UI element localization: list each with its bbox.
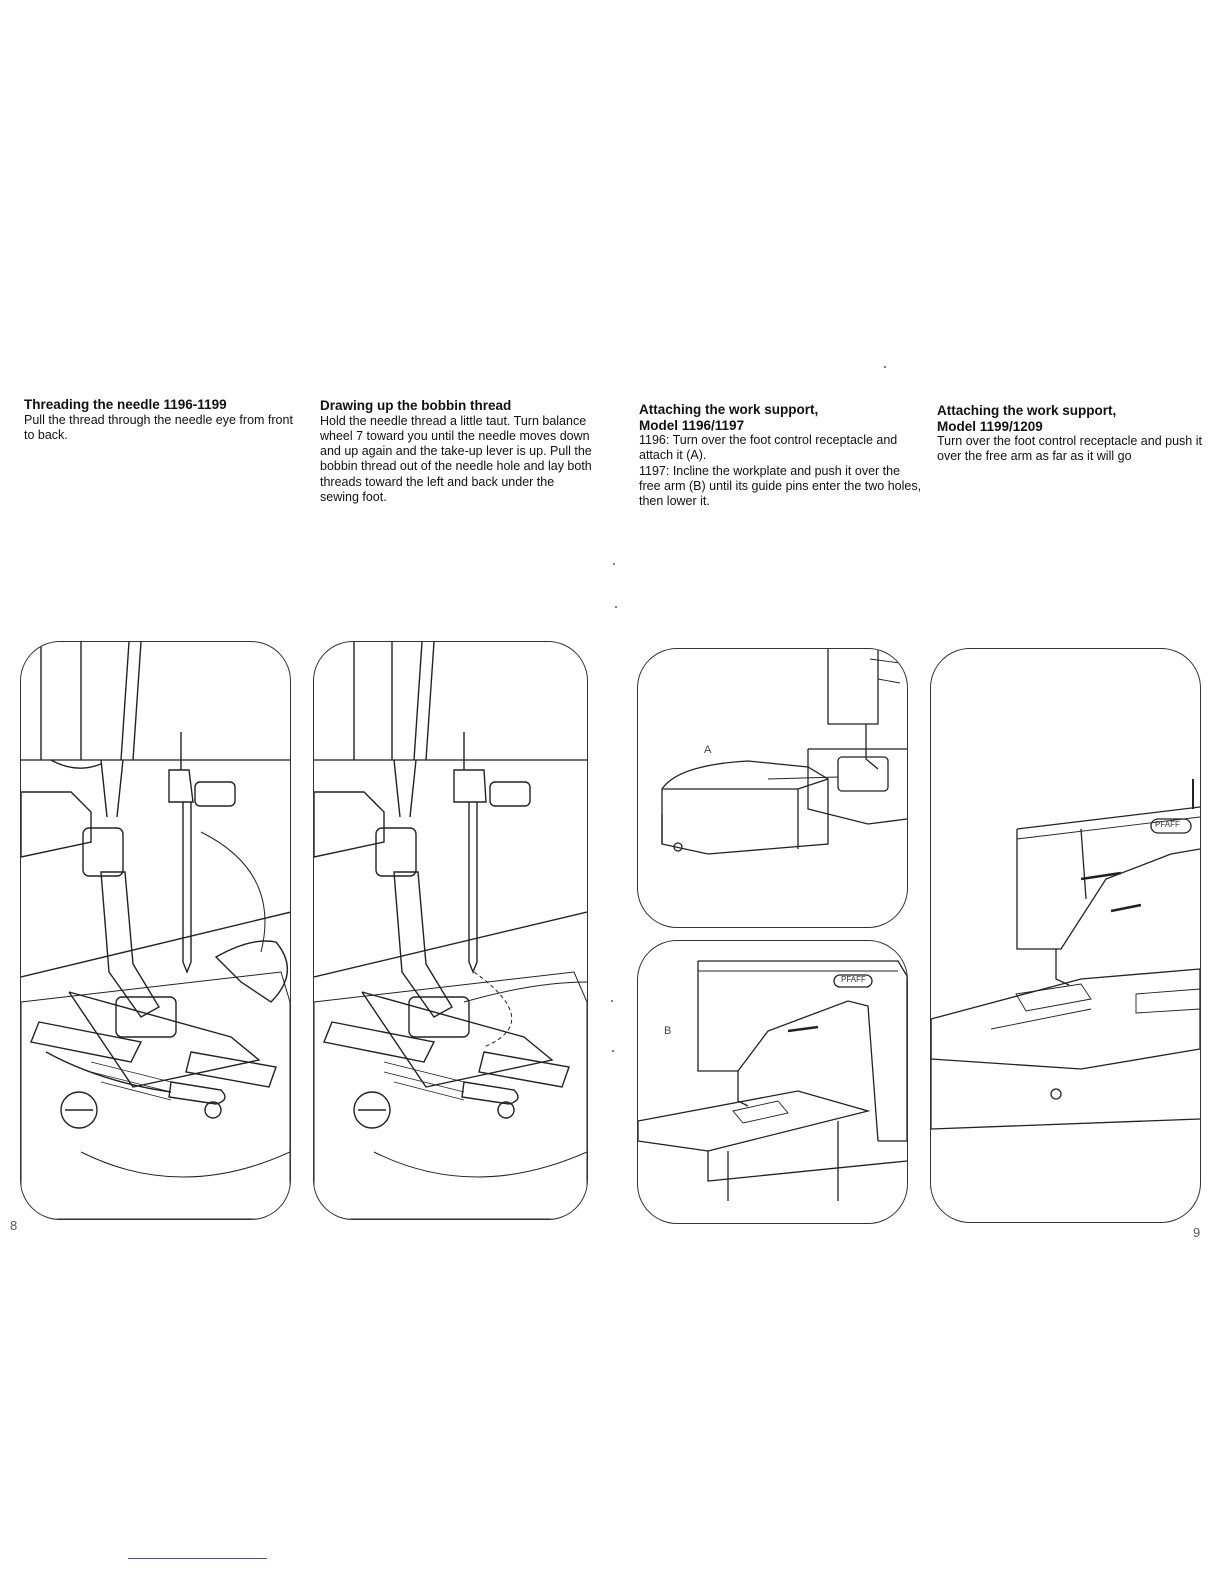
section-subtitle: Model 1196/1197 — [639, 417, 745, 433]
scan-speck — [612, 1050, 614, 1052]
section-work-support-1196: Attaching the work support, Model 1196/1… — [639, 402, 923, 509]
page-number-left: 8 — [10, 1218, 18, 1233]
section-body-1196: 1196: Turn over the foot control recepta… — [639, 433, 898, 463]
bobbin-thread-illustration — [313, 641, 588, 1220]
figure-label-b: B — [664, 1025, 672, 1037]
brand-badge-1: PFAFF — [841, 975, 866, 984]
section-work-support-1199: Attaching the work support, Model 1199/1… — [937, 403, 1207, 465]
sewing-machine-1199-illustration: PFAFF — [930, 648, 1201, 1223]
brand-badge-2: PFAFF — [1155, 820, 1180, 829]
figure-label-a: A — [704, 744, 712, 756]
section-title: Attaching the work support, — [639, 402, 819, 417]
link-underline — [128, 1558, 267, 1559]
section-body: Hold the needle thread a little taut. Tu… — [320, 413, 592, 504]
page-number-right: 9 — [1193, 1225, 1201, 1240]
section-body: Pull the thread through the needle eye f… — [24, 412, 293, 442]
needle-threading-illustration — [20, 641, 291, 1220]
section-title: Drawing up the bobbin thread — [320, 398, 512, 413]
section-title: Threading the needle 1196-1199 — [24, 397, 227, 412]
section-bobbin-thread: Drawing up the bobbin thread Hold the ne… — [320, 398, 592, 505]
work-support-b-illustration: B PFAFF — [637, 940, 908, 1224]
scan-speck — [611, 1000, 613, 1002]
scan-speck — [884, 366, 886, 368]
scan-speck — [613, 563, 615, 565]
scan-speck — [615, 606, 617, 608]
section-threading-needle: Threading the needle 1196-1199 Pull the … — [24, 397, 304, 443]
work-support-a-illustration: A — [637, 648, 908, 928]
section-subtitle: Model 1199/1209 — [937, 418, 1043, 434]
section-body-1197: 1197: Incline the workplate and push it … — [639, 463, 922, 509]
section-body: Turn over the foot control receptacle an… — [937, 434, 1202, 464]
section-title: Attaching the work support, — [937, 403, 1117, 418]
